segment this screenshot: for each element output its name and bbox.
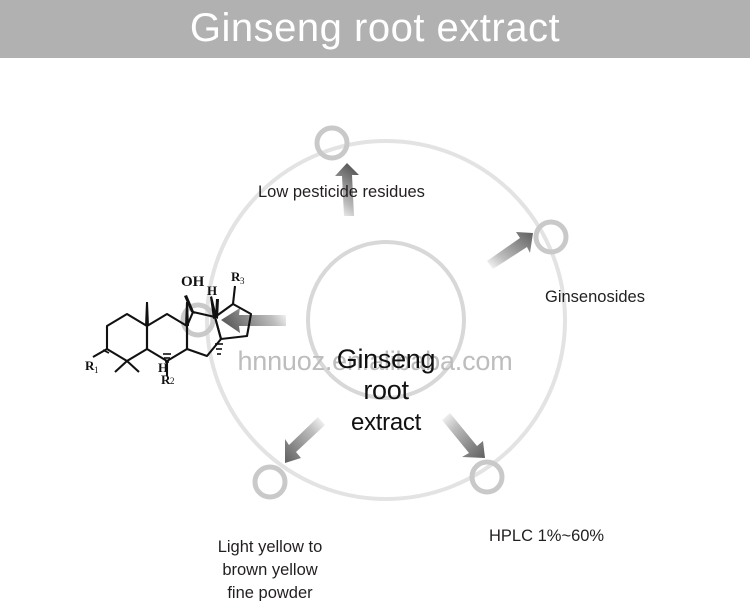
molecule-label-r3: R [231, 269, 241, 284]
arrow-to-structure [221, 308, 286, 333]
molecule-label-r2: R [161, 372, 171, 384]
center-line-3: extract [351, 409, 421, 436]
node-label-hplc-assay[interactable]: HPLC 1%~60% [489, 527, 605, 545]
chemical-structure-icon: OH H R 3 R 1 R 2 H [85, 269, 253, 384]
appearance-line-3: fine powder [227, 584, 313, 601]
node-ring-hplc-assay[interactable] [469, 459, 505, 495]
outer-circle [205, 139, 567, 501]
center-label: Ginseng root extract [306, 344, 466, 440]
molecule-label-r2-sub: 2 [170, 376, 175, 384]
node-ring-ginsenosides[interactable] [533, 219, 569, 255]
node-ring-structure[interactable] [180, 302, 216, 338]
inner-circle [306, 240, 466, 400]
center-line-1: Ginseng [336, 344, 436, 374]
node-label-ginsenosides[interactable]: Ginsenosides [545, 288, 645, 306]
node-ring-appearance[interactable] [252, 464, 288, 500]
molecule-label-h-ring: H [158, 360, 168, 375]
appearance-line-1: Light yellow to [217, 538, 323, 556]
appearance-line-2: brown yellow [222, 561, 318, 579]
molecule-label-oh: OH [181, 274, 205, 290]
arrow-to-ginsenosides [487, 232, 533, 269]
circular-diagram: OH H R 3 R 1 R 2 H Low pesticide residue… [0, 58, 750, 601]
node-ring-low-pesticide-residues[interactable] [314, 125, 350, 161]
diagram-canvas [180, 125, 569, 501]
page-title: Ginseng root extract [189, 6, 561, 50]
arrow-to-hplc-assay [442, 413, 485, 458]
molecule-label-r1: R [85, 358, 95, 373]
molecule-label-r1-sub: 1 [94, 365, 99, 375]
center-line-2: root [363, 375, 409, 405]
node-label-appearance[interactable]: Light yellow to brown yellow fine powder [209, 536, 331, 601]
molecule-label-r3-sub: 3 [240, 276, 245, 286]
arrow-to-appearance [285, 417, 325, 463]
arrow-to-low-pesticide-residues [335, 163, 359, 216]
molecule-label-h-top: H [207, 283, 217, 298]
header-banner [0, 0, 750, 58]
node-label-low-pesticide-residues[interactable]: Low pesticide residues [258, 183, 425, 201]
